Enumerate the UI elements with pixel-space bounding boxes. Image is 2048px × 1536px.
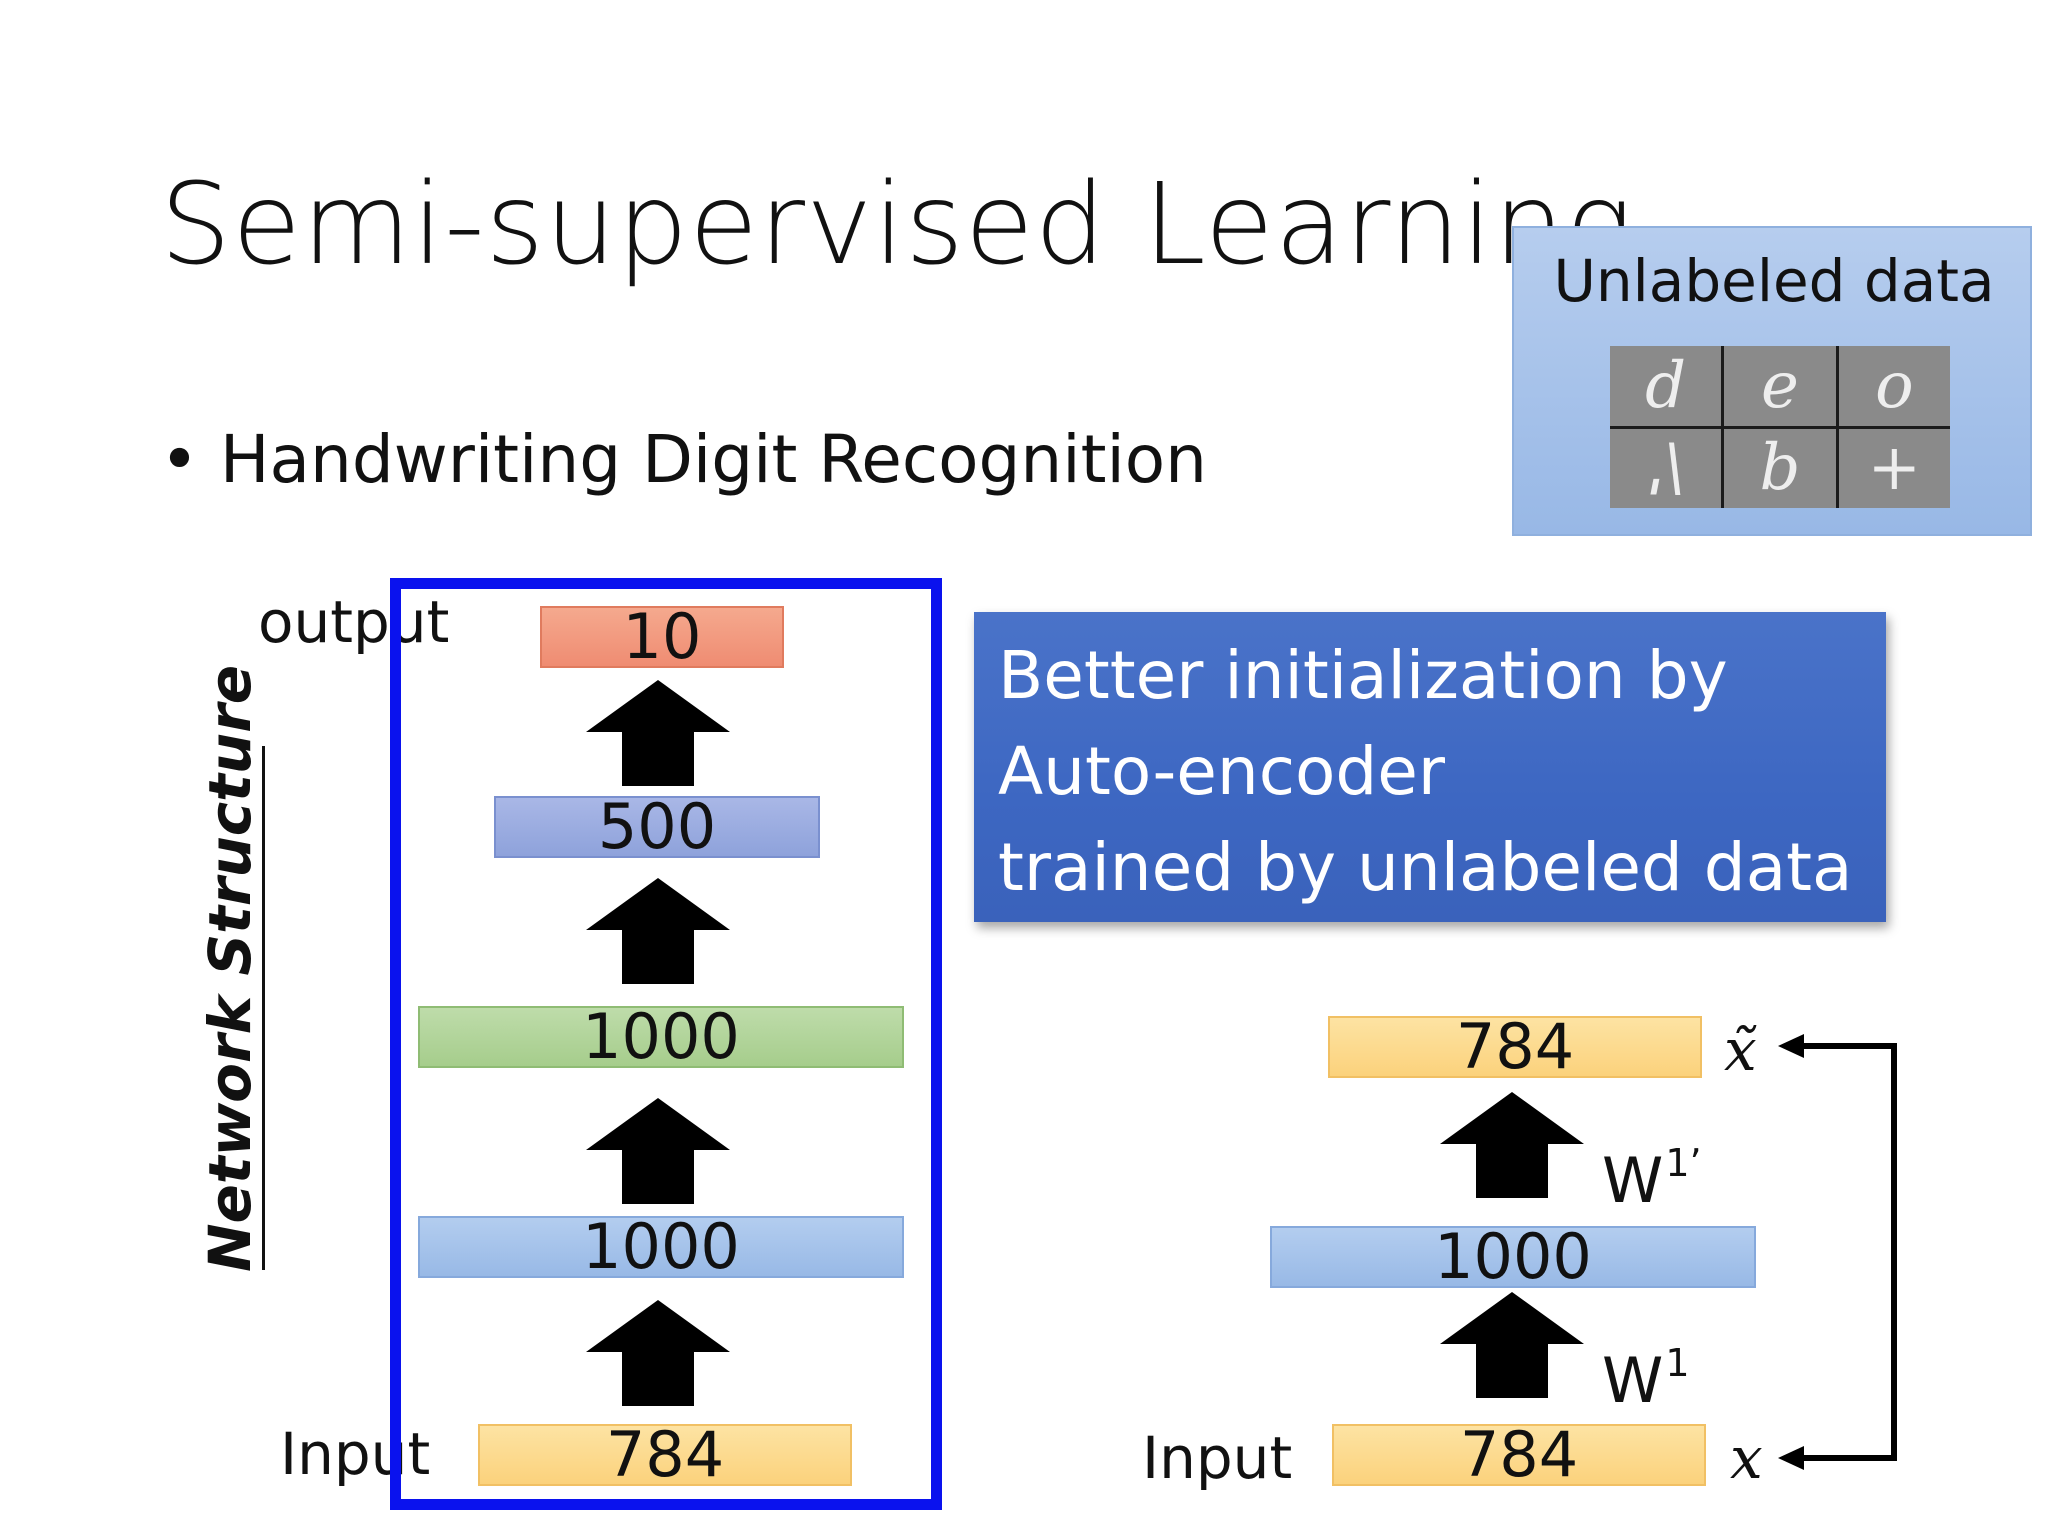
arrow-left-icon	[1778, 1446, 1804, 1470]
unlabeled-data-title: Unlabeled data	[1553, 247, 1995, 315]
bullet-dot: •	[160, 421, 220, 498]
layer-hidden-1000-blue: 1000	[418, 1216, 904, 1278]
layer-hidden-1000-green: 1000	[418, 1006, 904, 1068]
callout-line: Better initialization by	[998, 637, 1728, 714]
x-tilde-symbol: x̃	[1724, 1016, 1757, 1084]
reconstruction-bracket	[1800, 1043, 1897, 1461]
layer-input-784: 784	[478, 1424, 852, 1486]
up-arrow-icon	[1440, 1292, 1584, 1398]
slide-title: Semi-supervised Learning	[160, 160, 1634, 290]
ae-hidden-1000: 1000	[1270, 1226, 1756, 1288]
up-arrow-icon	[586, 1300, 730, 1406]
autoencoder-callout: Better initialization by Auto-encoder tr…	[974, 612, 1886, 922]
callout-line: Auto-encoder	[998, 733, 1446, 810]
ae-output-784: 784	[1328, 1016, 1702, 1078]
digit-sample: +	[1838, 428, 1950, 508]
network-structure-underline	[262, 746, 265, 1270]
up-arrow-icon	[586, 1098, 730, 1204]
digit-sample: ˌ\	[1610, 428, 1722, 508]
digit-sample: d	[1610, 346, 1722, 426]
layer-output-10: 10	[540, 606, 784, 668]
up-arrow-icon	[586, 878, 730, 984]
ae-input-label: Input	[1142, 1424, 1293, 1492]
weight-symbol: W	[1602, 1344, 1664, 1417]
unlabeled-data-panel: Unlabeled data d e o ˌ\ b +	[1512, 226, 2032, 536]
network-highlight-frame	[390, 578, 942, 1510]
callout-line: trained by unlabeled data	[998, 829, 1853, 906]
weight-decoder-label: W1’	[1602, 1128, 1702, 1216]
bullet-text: Handwriting Digit Recognition	[219, 421, 1207, 498]
ae-input-784: 784	[1332, 1424, 1706, 1486]
digit-sample: b	[1724, 428, 1836, 508]
digit-sample: e	[1724, 346, 1836, 426]
up-arrow-icon	[586, 680, 730, 786]
output-label: output	[258, 588, 450, 656]
weight-superscript: 1’	[1665, 1141, 1702, 1185]
layer-hidden-500: 500	[494, 796, 820, 858]
weight-encoder-label: W1	[1602, 1328, 1690, 1416]
digit-samples-grid: d e o ˌ\ b +	[1610, 346, 1950, 508]
up-arrow-icon	[1440, 1092, 1584, 1198]
weight-symbol: W	[1602, 1144, 1664, 1217]
weight-superscript: 1	[1665, 1341, 1690, 1385]
arrow-left-icon	[1778, 1034, 1804, 1058]
x-symbol: x	[1730, 1424, 1763, 1492]
input-label: Input	[280, 1420, 431, 1488]
bullet-item: • Handwriting Digit Recognition	[160, 420, 1207, 500]
digit-sample: o	[1838, 346, 1950, 426]
